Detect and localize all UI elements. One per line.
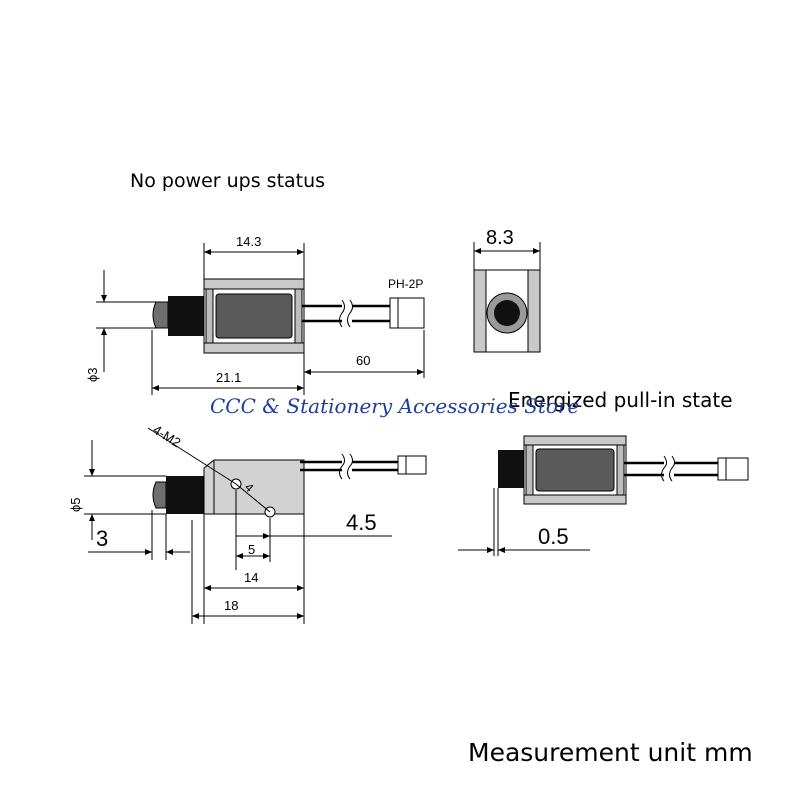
on-collar [498, 450, 524, 488]
dim-phi3-arrows [101, 295, 107, 335]
top-view: PH-2P 14.3 21.1 60 ϕ3 [85, 234, 425, 395]
end-plunger [494, 300, 520, 326]
top-coil [215, 293, 293, 339]
on-connector [717, 457, 749, 481]
dim-3-arrows [145, 549, 173, 555]
top-connector-label: PH-2P [388, 277, 423, 291]
dim-gap: 0.5 [538, 524, 569, 549]
dim-plunger-extension: 3 [96, 526, 108, 551]
dim-hole-pitch: 5 [248, 542, 255, 557]
leader-4 [235, 483, 271, 513]
on-frame-left-wall [525, 444, 534, 496]
side-frame [203, 459, 305, 515]
top-connector [389, 297, 425, 329]
top-collar [168, 296, 204, 336]
dim-05-arrows [487, 547, 505, 553]
side-plunger-tip [152, 481, 167, 509]
dim-end-width: 8.3 [486, 227, 514, 249]
dim-83-arrows [474, 248, 540, 254]
side-collar [166, 476, 204, 514]
dim-total-length: 21.1 [216, 370, 241, 385]
top-frame-bottom-plate [203, 342, 305, 354]
side-wire-break-1 [339, 453, 345, 480]
on-frame-top-plate [523, 435, 627, 446]
dim-phi5-arrows [89, 469, 95, 521]
leader-4m2 [147, 427, 237, 485]
on-wire-break-1 [661, 455, 667, 482]
dim-stroke-diameter: ϕ5 [68, 497, 83, 512]
dim-wire-length: 60 [356, 353, 370, 368]
side-connector [397, 455, 427, 475]
dim-frame-height: 4.5 [346, 510, 377, 535]
caption-on-state: Energized pull-in state [508, 388, 733, 412]
top-wire-break-1 [339, 299, 345, 328]
caption-off-state: No power ups status [130, 170, 326, 192]
energized-view: 0.5 [458, 435, 749, 556]
on-frame-right-wall [616, 444, 625, 496]
end-view: 8.3 [473, 227, 541, 353]
on-coil [535, 448, 615, 492]
dim-45-arrow [263, 533, 270, 539]
top-plunger-tip [152, 301, 169, 329]
top-frame-left-wall [205, 288, 214, 344]
side-wire-break-2 [347, 453, 353, 480]
dim-plunger-diameter: ϕ3 [85, 367, 100, 382]
label-holes: 4-M2 [150, 422, 183, 450]
dim-mount-length: 18 [224, 598, 238, 613]
caption-unit-note: Measurement unit mm [468, 738, 753, 767]
top-frame-right-wall [294, 288, 303, 344]
dim-5-arrows [236, 553, 270, 559]
store-watermark: CCC & Stationery Accessories Store [210, 394, 580, 418]
on-wire-break-2 [669, 455, 675, 482]
top-frame-top-plate [203, 278, 305, 290]
dim-hole-span: 14 [244, 570, 258, 585]
side-view: 4-M2 4 ϕ5 3 4.5 [68, 422, 427, 624]
top-wire-break-2 [347, 299, 353, 328]
dim-body-length: 14.3 [236, 234, 261, 249]
on-frame-bottom-plate [523, 494, 627, 505]
